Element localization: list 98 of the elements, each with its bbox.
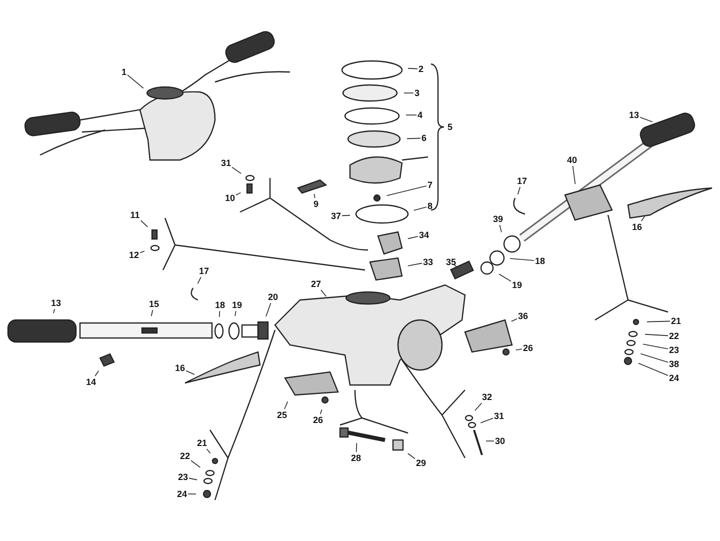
leader-line — [646, 320, 670, 322]
callout-number: 31 — [494, 411, 504, 421]
leader-line — [386, 186, 427, 196]
callout-number: 14 — [86, 377, 96, 387]
callout-number: 7 — [428, 180, 432, 190]
leader-line — [486, 440, 494, 442]
callout-number: 16 — [632, 222, 642, 232]
callout-number: 36 — [518, 311, 528, 321]
callout-number: 9 — [314, 199, 318, 209]
callout-number: 18 — [535, 256, 545, 266]
callout-number: 3 — [414, 88, 420, 98]
leader-line — [404, 92, 414, 94]
leader-line — [474, 402, 482, 411]
callout-number: 21 — [671, 316, 681, 326]
callout-number: 27 — [311, 279, 321, 289]
leader-line — [510, 258, 534, 261]
leader-line — [140, 220, 148, 228]
leader-line — [408, 68, 418, 70]
callout-number: 5 — [448, 122, 452, 132]
leader-line — [320, 290, 327, 297]
callout-number: 15 — [149, 299, 159, 309]
callout-number: 23 — [178, 472, 188, 482]
leader-line — [640, 353, 668, 363]
callout-number: 8 — [428, 201, 432, 211]
callout-number: 13 — [629, 110, 639, 120]
callout-number: 17 — [517, 176, 527, 186]
callout-number: 22 — [180, 451, 190, 461]
leader-line — [232, 166, 242, 174]
leader-line — [266, 302, 272, 317]
leader-line — [206, 448, 211, 454]
leader-line — [342, 214, 350, 216]
leader-line — [644, 334, 668, 336]
leader-line — [638, 362, 668, 376]
callout-number: 32 — [482, 392, 492, 402]
callout-number: 33 — [423, 257, 433, 267]
callout-number: 13 — [51, 298, 61, 308]
callout-number: 25 — [277, 410, 287, 420]
leader-line — [413, 206, 427, 211]
callout-number: 39 — [493, 214, 503, 224]
callout-number: 29 — [416, 458, 426, 468]
leader-line — [188, 478, 198, 480]
leader-line — [190, 460, 201, 468]
leader-line — [517, 186, 520, 195]
leader-line — [150, 310, 154, 316]
callout-number: 28 — [351, 453, 361, 463]
leader-line — [53, 308, 55, 314]
callout-number: 17 — [199, 266, 209, 276]
leader-line — [511, 318, 518, 322]
leader-line — [234, 310, 236, 316]
leader-line — [572, 166, 576, 184]
callout-number: 40 — [567, 155, 577, 165]
callout-number: 24 — [177, 489, 187, 499]
leader-line — [408, 262, 422, 266]
callout-number: 24 — [669, 373, 679, 383]
leader-line — [640, 116, 653, 122]
callout-number: 18 — [215, 300, 225, 310]
callout-number: 4 — [418, 110, 422, 120]
callout-number: 2 — [418, 64, 424, 74]
callout-number: 19 — [512, 280, 522, 290]
leader-line — [516, 348, 522, 350]
callout-number: 34 — [419, 230, 429, 240]
callout-number: 30 — [495, 436, 505, 446]
leader-line — [499, 224, 502, 233]
callout-number: 11 — [130, 210, 140, 220]
leader-line — [320, 409, 322, 414]
leader-line — [453, 264, 458, 268]
leader-line — [94, 370, 99, 376]
callout-number: 16 — [175, 363, 185, 373]
callout-number: 20 — [268, 292, 278, 302]
leader-line — [140, 250, 145, 254]
callout-number: 26 — [523, 343, 533, 353]
leader-line — [408, 236, 418, 240]
leader-line — [480, 418, 494, 424]
leader-line — [641, 216, 645, 222]
callout-number: 35 — [446, 257, 456, 267]
callout-number: 12 — [129, 250, 139, 260]
callout-number: 38 — [669, 359, 679, 369]
callout-number: 6 — [422, 133, 426, 143]
callout-number: 37 — [331, 211, 341, 221]
leader-line — [406, 114, 417, 116]
leader-line — [642, 344, 668, 350]
callout-number: 26 — [313, 415, 323, 425]
leader-line — [236, 192, 241, 196]
callout-number: 23 — [669, 345, 679, 355]
callout-number: 19 — [232, 300, 242, 310]
leader-line — [408, 453, 416, 460]
leader-line — [284, 401, 288, 410]
leader-line — [186, 370, 195, 375]
callout-number: 22 — [669, 331, 679, 341]
callout-number: 21 — [197, 438, 207, 448]
leader-line — [197, 276, 202, 284]
leader-line — [218, 310, 220, 318]
leader-line — [314, 194, 316, 198]
leader-line — [406, 138, 421, 140]
callout-number: 31 — [221, 158, 231, 168]
callout-number: 10 — [225, 193, 235, 203]
leader-line — [498, 274, 512, 282]
leader-line — [356, 442, 358, 452]
